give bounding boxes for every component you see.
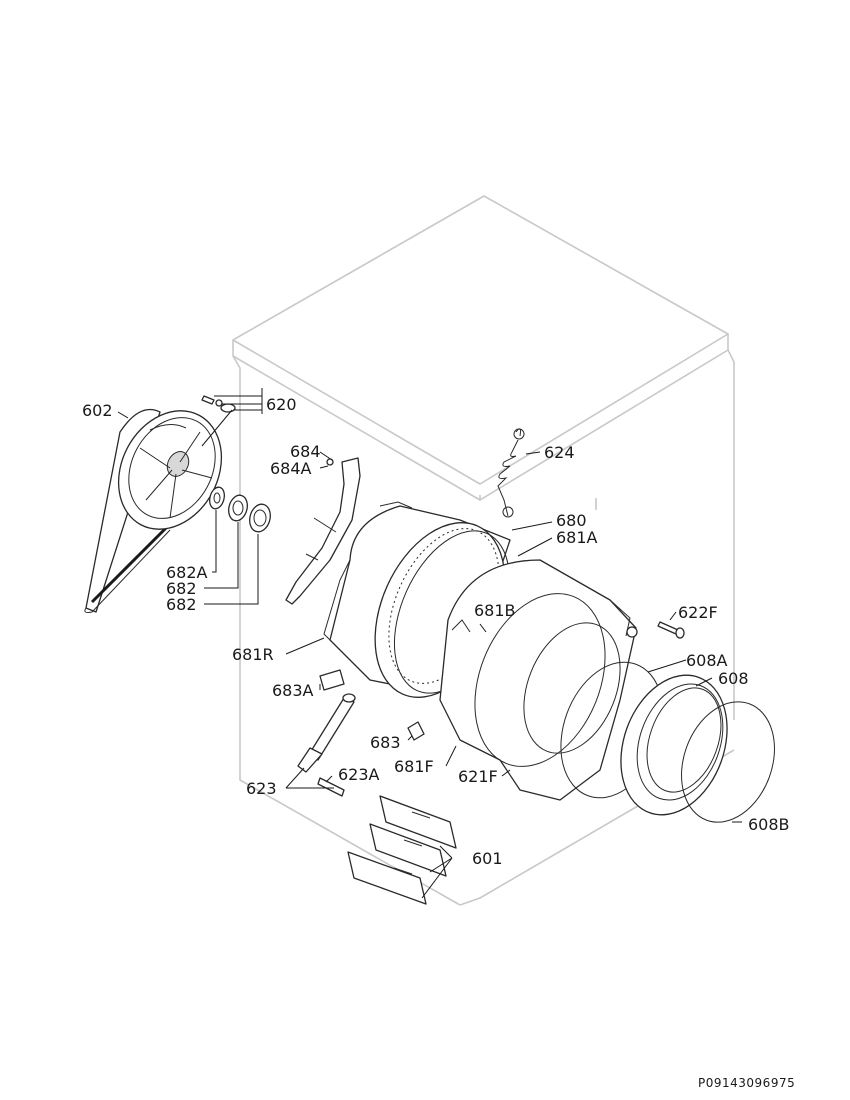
label-623: 623 <box>246 779 277 798</box>
shock-absorber-623 <box>297 693 356 797</box>
label-608: 608 <box>718 669 749 688</box>
label-683: 683 <box>370 733 401 752</box>
label-620: 620 <box>266 395 297 414</box>
label-684a: 684A <box>270 459 312 478</box>
screws-620 <box>201 395 236 413</box>
pulley-602 <box>84 408 223 613</box>
label-602: 602 <box>82 401 113 420</box>
bearings-682 <box>209 486 271 533</box>
label-608a: 608A <box>686 651 728 670</box>
screw-622F <box>657 621 685 639</box>
label-682-first: 682 <box>166 579 197 598</box>
label-681r: 681R <box>232 645 274 664</box>
leader-lines <box>117 388 742 899</box>
label-681f: 681F <box>394 757 434 776</box>
label-682-second: 682 <box>166 595 197 614</box>
spring-624 <box>497 428 525 518</box>
label-622f: 622F <box>678 603 718 622</box>
cabinet-outline <box>232 195 735 906</box>
part-labels: 602 620 684 684A 624 680 681A 681B 622F … <box>82 395 790 868</box>
label-623a: 623A <box>338 765 380 784</box>
label-683a: 683A <box>272 681 314 700</box>
label-601: 601 <box>472 849 503 868</box>
bracket-684 <box>285 457 361 605</box>
paddles-601 <box>347 795 457 905</box>
label-682a: 682A <box>166 563 208 582</box>
label-680: 680 <box>556 511 587 530</box>
label-624: 624 <box>544 443 575 462</box>
pad-683A <box>319 669 345 691</box>
label-681a: 681A <box>556 528 598 547</box>
label-621f: 621F <box>458 767 498 786</box>
document-code: P09143096975 <box>698 1076 795 1090</box>
front-tub-681F <box>439 559 638 801</box>
label-684: 684 <box>290 442 321 461</box>
label-681b: 681B <box>474 601 516 620</box>
label-608b: 608B <box>748 815 790 834</box>
door-seal-608 <box>560 661 775 823</box>
